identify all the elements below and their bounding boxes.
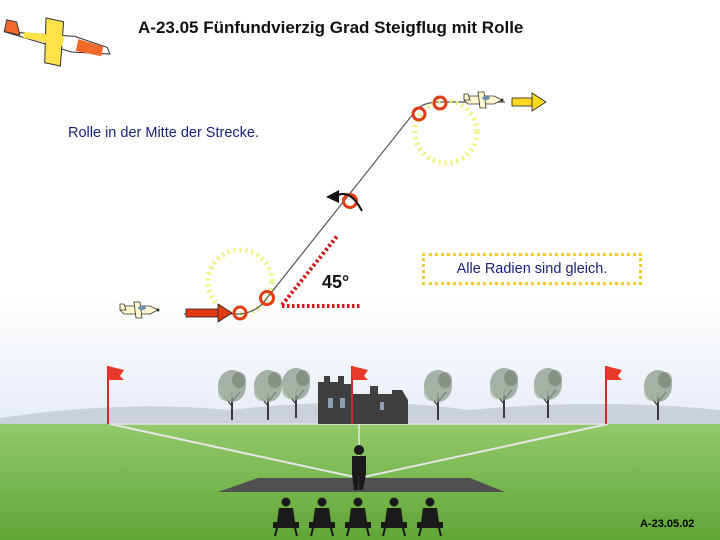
radii-note: Alle Radien sind gleich.: [457, 261, 608, 277]
angle-label: 45°: [322, 272, 349, 293]
radii-note-box: Alle Radien sind gleich.: [422, 253, 642, 285]
page-title: A-23.05 Fünfundvierzig Grad Steigflug mi…: [138, 18, 698, 38]
figure-code: A-23.05.02: [640, 518, 694, 530]
roll-note: Rolle in der Mitte der Strecke.: [68, 125, 259, 141]
